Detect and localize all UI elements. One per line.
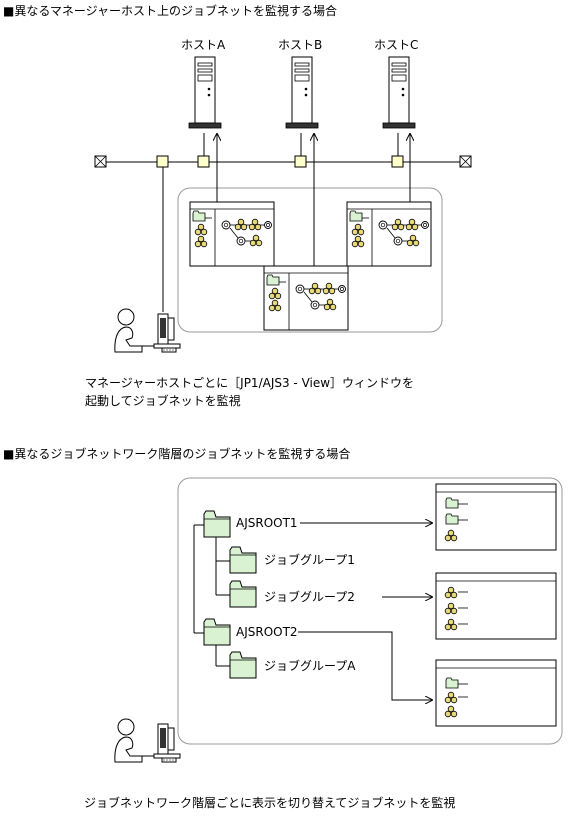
host-b-label: ホストB [278, 38, 323, 52]
folder-icon-group2 [229, 580, 257, 608]
tree-label-group2: ジョブグループ2 [264, 590, 355, 604]
tree-label-ajsroot2: AJSROOT2 [236, 625, 298, 639]
host-a-label: ホストA [181, 38, 226, 52]
view-window-host-b [264, 266, 348, 330]
tree-label-group1: ジョブグループ1 [264, 553, 355, 567]
monitor-window-3 [435, 659, 557, 727]
user-terminal-icon-2 [114, 718, 181, 763]
server-icon-host-a [188, 56, 222, 129]
server-icon-host-c [382, 56, 416, 129]
tree-label-ajsroot1: AJSROOT1 [236, 516, 298, 530]
network-node-host-a [197, 155, 210, 168]
network-terminator-right [459, 155, 472, 168]
user-terminal-icon [114, 308, 181, 353]
section1-caption-line1: マネージャーホストごとに［JP1/AJS3 - View］ウィンドウを [85, 376, 415, 390]
network-node-host-b [294, 155, 307, 168]
monitor-window-2 [435, 572, 557, 640]
host-c-label: ホストC [374, 38, 419, 52]
view-area-frame [177, 187, 443, 333]
section2-caption: ジョブネットワーク階層ごとに表示を切り替えてジョブネットを監視 [84, 796, 456, 810]
section1-title: ■異なるマネージャーホスト上のジョブネットを監視する場合 [3, 4, 338, 18]
tree-label-groupa: ジョブグループA [264, 659, 356, 673]
server-icon-host-b [285, 56, 319, 129]
section2-diagram [114, 477, 563, 763]
folder-icon-ajsroot2 [203, 618, 231, 646]
view-area-frame-2 [177, 477, 563, 745]
folder-icon-ajsroot1 [203, 510, 231, 538]
network-terminator-left [94, 155, 107, 168]
section1-diagram [94, 56, 472, 353]
folder-icon-group1 [229, 546, 257, 574]
section1-caption-line2: 起動してジョブネットを監視 [85, 394, 241, 408]
network-node-user [156, 155, 169, 168]
view-window-host-a [190, 202, 274, 266]
folder-icon-groupa [229, 651, 257, 679]
view-window-host-c [347, 202, 431, 266]
monitor-window-1 [435, 483, 557, 551]
network-node-host-c [391, 155, 404, 168]
section2-title: ■異なるジョブネットワーク階層のジョブネットを監視する場合 [3, 447, 351, 461]
